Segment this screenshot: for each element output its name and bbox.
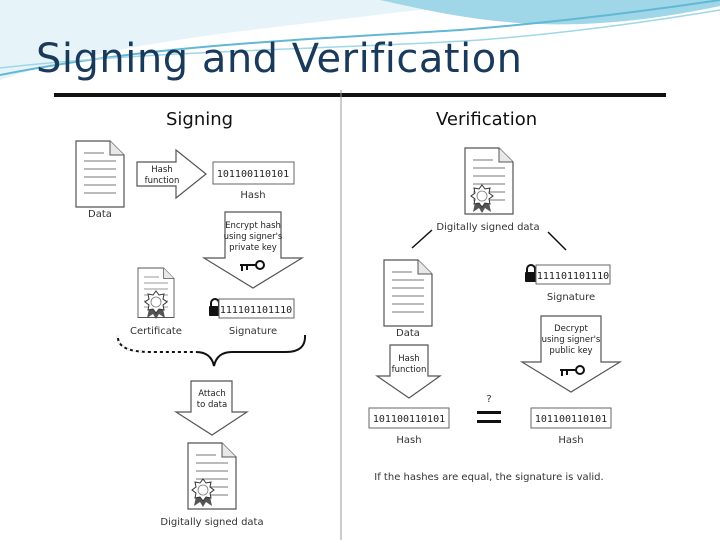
signed-document-seal-icon: [191, 478, 215, 508]
certificate-label: Certificate: [130, 326, 182, 337]
header-wave: [0, 0, 720, 76]
signing-signature-value: 111101101110: [220, 305, 292, 316]
decrypt-line1: Decrypt: [554, 324, 588, 334]
verification-hash-function-arrow: [375, 344, 442, 399]
signing-hash-function-line1: Hash: [151, 165, 172, 175]
data-document-icon: [75, 140, 125, 208]
split-left-line: [411, 229, 433, 249]
attach-brace-dash: [116, 334, 196, 353]
attach-line2: to data: [197, 400, 227, 410]
verification-data-label: Data: [396, 328, 420, 339]
encrypt-line2: using signer's: [224, 232, 283, 242]
verification-hash-left-label: Hash: [396, 435, 421, 446]
verification-data-document-icon: [383, 259, 433, 327]
verification-hash-right-value: 101100110101: [535, 414, 607, 425]
signature-value-box: [218, 298, 295, 319]
equals-sign-top: [477, 411, 501, 414]
comparison-question-mark: ?: [486, 394, 491, 405]
decrypt-arrow: [519, 315, 623, 393]
header-wave: [0, 9, 720, 69]
header-wave: [380, 0, 720, 25]
encrypt-line3: private key: [229, 243, 277, 253]
attach-arrow: [173, 380, 250, 436]
verification-hash-right-label: Hash: [558, 435, 583, 446]
signing-hash-function-line2: function: [145, 176, 180, 186]
hash-value-box: [212, 161, 295, 185]
signing-data-label: Data: [88, 209, 112, 220]
equals-sign-bottom: [477, 420, 501, 423]
page-title: Signing and Verification: [36, 36, 523, 82]
attach-brace: [116, 334, 307, 367]
hash-function-arrow: [136, 148, 207, 200]
verification-hash-left-value: 101100110101: [373, 414, 445, 425]
encrypt-line1: Encrypt hash: [225, 221, 281, 231]
split-right-line: [547, 231, 567, 251]
verification-signature-box: [535, 264, 611, 285]
verification-signature-value: 111101101110: [537, 271, 609, 282]
signing-hash-label: Hash: [240, 190, 265, 201]
title-rule: [54, 93, 666, 97]
signing-signature-label: Signature: [229, 326, 277, 337]
verification-lock-icon: [524, 264, 538, 283]
signing-heading: Signing: [166, 109, 233, 130]
signed-document-icon: [187, 442, 237, 510]
encrypt-arrow: [201, 211, 305, 289]
attach-line1: Attach: [198, 389, 226, 399]
certificate-seal-icon: [144, 290, 168, 320]
decrypt-line2: using signer's: [542, 335, 601, 345]
verification-hash-function-line1: Hash: [398, 354, 419, 364]
signing-signed-data-label: Digitally signed data: [160, 517, 263, 528]
verification-seal-icon: [470, 184, 494, 214]
header-wave: [0, 0, 720, 80]
verification-signature-label: Signature: [547, 292, 595, 303]
verification-signed-data-label: Digitally signed data: [436, 222, 539, 233]
decrypt-line3: public key: [549, 346, 592, 356]
verification-hash-left-box: [368, 407, 450, 429]
verification-hash-function-line2: function: [392, 365, 427, 375]
signing-hash-value: 101100110101: [217, 169, 289, 180]
verification-heading: Verification: [436, 109, 537, 130]
verification-footnote: If the hashes are equal, the signature i…: [374, 472, 603, 483]
verification-hash-right-box: [530, 407, 612, 429]
